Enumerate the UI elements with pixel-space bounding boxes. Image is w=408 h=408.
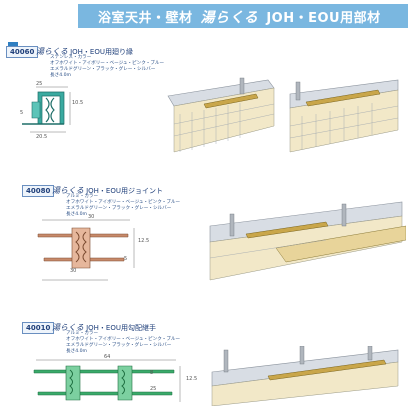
spec-line: オフホワイト・アイボリー・ベージュ・ピンク・ブルー (66, 200, 181, 205)
dimension-label: 30 (70, 268, 77, 274)
dimension-label: 5 (20, 110, 24, 116)
product-name: JOH・EOU用ジョイント (86, 187, 163, 195)
dimension-label: 30 (88, 214, 95, 220)
header-banner (78, 4, 408, 28)
dimension-label: 25 (150, 386, 157, 392)
product-name: JOH・EOU用勾配継手 (86, 324, 156, 332)
dimension-label: 12.5 (138, 238, 150, 244)
spec-line: 長さ4.0m (66, 212, 87, 217)
installation-illustration-1a (160, 74, 278, 156)
product-brand: 湯らくる (52, 323, 84, 332)
dimension-label: 64 (104, 354, 111, 360)
dimension-label: 12.5 (186, 376, 198, 382)
banner-brand-script: 湯らくる (200, 10, 259, 26)
dimension-label: 20.5 (36, 134, 48, 140)
product-code: 40060 (6, 46, 39, 58)
banner-title: 浴室天井・壁材 湯らくる JOH・EOU用部材 (98, 7, 381, 27)
installation-illustration-2 (206, 196, 406, 292)
profile-drawing-3 (33, 359, 181, 402)
installation-illustration-1b (286, 74, 402, 156)
product-brand: 湯らくる (36, 47, 68, 56)
dimension-label: 10.5 (72, 100, 84, 106)
dimension-label: 25 (36, 81, 43, 87)
product-specs: ステンレス・カラー オフホワイト・アイボリー・ベージュ・ピンク・ブルー エメラル… (50, 55, 164, 79)
product-brand: 湯らくる (52, 186, 84, 195)
spec-line: エメラルドグリーン・ブラック・グレー・シルバー (66, 343, 172, 348)
banner-prefix: 浴室天井・壁材 (98, 11, 193, 26)
dimension-label: 8 (150, 370, 154, 376)
spec-line: 長さ4.0m (66, 349, 87, 354)
product-title: 湯らくる JOH・EOU用勾配継手 (52, 322, 156, 333)
spec-line: 長さ4.0m (50, 73, 71, 78)
product-specs: アルミ・カラー オフホワイト・アイボリー・ベージュ・ピンク・ブルー エメラルドグ… (66, 331, 180, 355)
banner-suffix: JOH・EOU用部材 (266, 11, 381, 26)
product-specs: アルミ・カラー オフホワイト・アイボリー・ベージュ・ピンク・ブルー エメラルドグ… (66, 194, 180, 218)
spec-line: ステンレス・カラー (50, 55, 92, 60)
spec-line: アルミ・カラー (66, 194, 99, 199)
spec-line: オフホワイト・アイボリー・ベージュ・ピンク・ブルー (50, 61, 165, 66)
spec-line: アルミ・カラー (66, 331, 99, 336)
profile-drawing-1 (22, 86, 71, 133)
profile-drawing-2 (37, 219, 135, 281)
spec-line: エメラルドグリーン・ブラック・グレー・シルバー (66, 206, 172, 211)
product-title: 湯らくる JOH・EOU用廻り縁 (36, 46, 133, 57)
spec-line: オフホワイト・アイボリー・ベージュ・ピンク・ブルー (66, 337, 181, 342)
product-name: JOH・EOU用廻り縁 (70, 48, 133, 56)
spec-line: エメラルドグリーン・ブラック・グレー・シルバー (50, 67, 156, 72)
installation-illustration-3 (208, 346, 404, 406)
product-code: 40010 (22, 322, 55, 334)
product-code: 40080 (22, 185, 55, 197)
product-title: 湯らくる JOH・EOU用ジョイント (52, 185, 163, 196)
dimension-label: 5 (124, 256, 128, 262)
